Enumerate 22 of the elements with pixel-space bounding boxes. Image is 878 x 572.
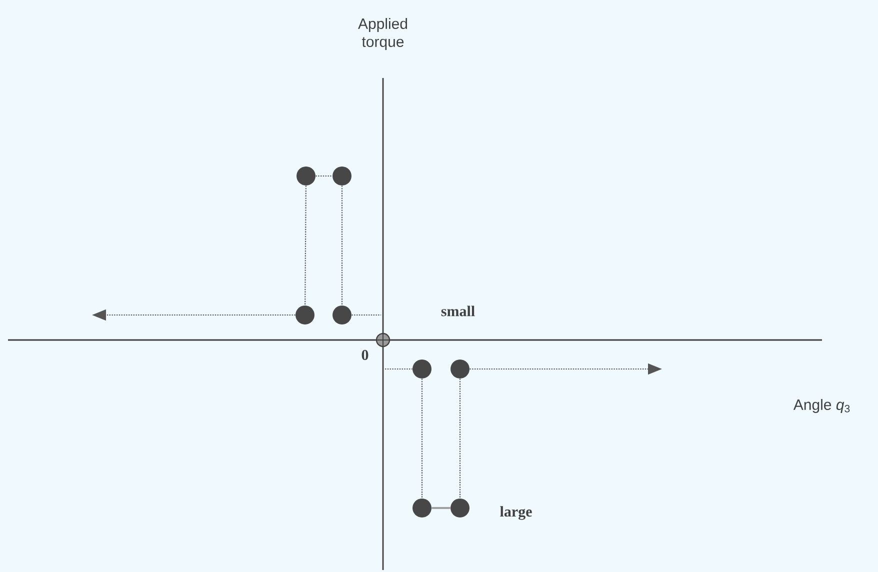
connector-line [304,186,306,306]
origin-label: 0 [362,350,368,360]
curve-label: small [441,306,475,316]
connector-line [352,314,381,316]
data-point [412,360,432,378]
connector-line [385,368,412,370]
origin-marker [376,332,390,348]
connector-line [421,378,423,498]
data-point [450,360,470,378]
connector-line [459,378,461,498]
data-point [332,306,352,324]
connector-line [316,175,332,177]
data-point [332,166,352,186]
data-point [296,306,314,324]
data-point [450,498,470,518]
data-point [412,498,432,518]
axis-label: Applied torque [358,18,408,50]
data-point [296,166,316,186]
connector-line [341,186,343,306]
axis-label: Angle q$_{3}$ [793,399,850,413]
connector-line [432,507,450,509]
curve-label: large [500,506,532,520]
